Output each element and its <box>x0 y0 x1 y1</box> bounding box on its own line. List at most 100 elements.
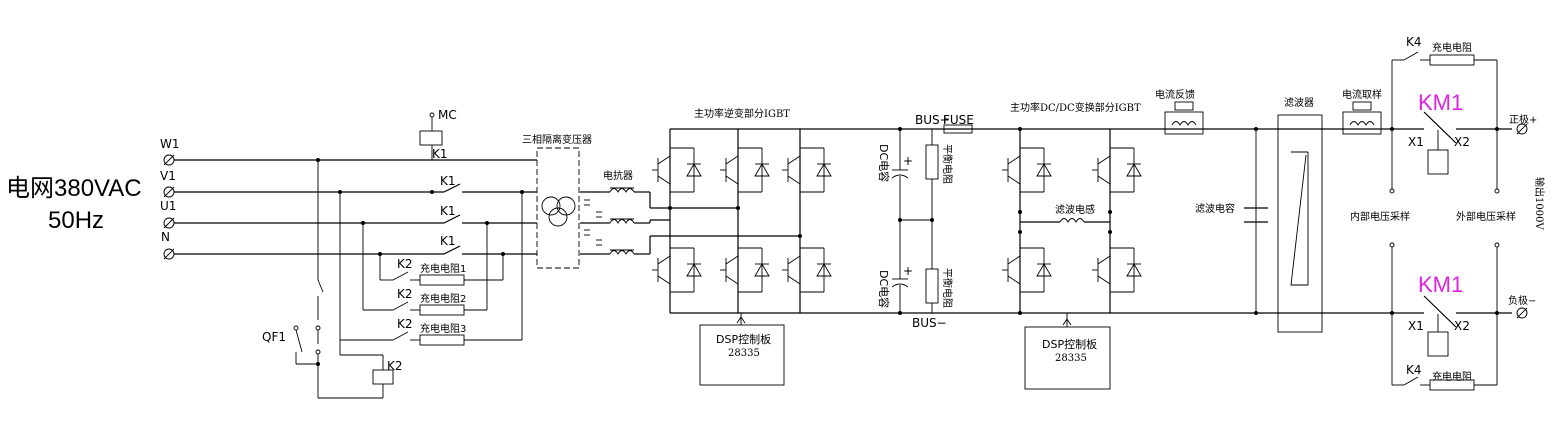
top-charge-resistor <box>1429 54 1475 66</box>
igbt-2 <box>652 247 702 293</box>
igbt-3 <box>720 147 770 193</box>
x1-label-bottom: X1 <box>1408 319 1424 333</box>
pos-terminal <box>1516 123 1528 135</box>
balance-res-label-2: 平衡电阻 <box>941 268 954 308</box>
km1-label-bottom: KM1 <box>1418 272 1463 297</box>
dsp-model-2: 28335 <box>1055 353 1087 364</box>
balance-res-label-1: 平衡电阻 <box>941 144 954 184</box>
terminal-n-label: N <box>161 230 170 244</box>
k1-switch-label-2: K1 <box>440 204 456 218</box>
km1-coil-bottom <box>1427 331 1449 357</box>
terminal-u1-symbol <box>163 217 175 229</box>
isolation-transformer: 三相隔离变压器 <box>522 133 602 269</box>
mc-contactor: MC K1 <box>419 108 457 161</box>
k2-label-1: K2 <box>397 257 413 271</box>
x2-label-bottom: X2 <box>1454 319 1470 333</box>
dcdc-label: 主功率DC/DC变换部分IGBT <box>1010 101 1141 114</box>
charge-resistor-1-label: 充电电阻1 <box>420 262 466 275</box>
k4-label-top: K4 <box>1406 35 1422 49</box>
km1-label-top: KM1 <box>1418 90 1463 115</box>
dc-bus-section: + + DC电容 DC电容 平衡电阻 平衡电阻 BUS+ FUSE BUS− <box>877 113 1110 330</box>
reactor-label: 电抗器 <box>603 169 633 182</box>
terminal-u1-label: U1 <box>160 199 176 213</box>
filter-cap-label: 滤波电容 <box>1195 202 1235 215</box>
dsp-board-2: DSP控制板 28335 <box>1024 313 1111 390</box>
igbt-9 <box>1092 147 1142 193</box>
inverter-label: 主功率逆变部分IGBT <box>694 107 790 120</box>
cap-plus-2: + <box>903 264 913 278</box>
current-feedback-sensor <box>1164 111 1204 135</box>
fuse <box>943 124 973 134</box>
terminal-v1-symbol <box>163 186 175 198</box>
k1-switch-label-1: K1 <box>440 174 456 188</box>
igbt-1 <box>652 147 702 193</box>
input-terminals: W1 V1 U1 N <box>160 137 180 260</box>
current-sample-sensor <box>1342 111 1382 135</box>
bus-minus-label: BUS− <box>912 316 947 330</box>
current-sample-label: 电流取样 <box>1342 88 1382 101</box>
charge-resistor-2 <box>419 304 465 316</box>
qf1-breaker: QF1 K2 <box>262 160 403 399</box>
terminal-n-symbol <box>163 248 175 260</box>
neg-label: 负极− <box>1508 294 1536 307</box>
k4-label-bottom: K4 <box>1406 363 1422 377</box>
igbt-8 <box>1002 247 1052 293</box>
charge-resistor-3-label: 充电电阻3 <box>420 322 466 335</box>
outer-voltage-label: 外部电压采样 <box>1456 210 1516 223</box>
igbt-4 <box>720 247 770 293</box>
bottom-charge-resistor-label: 充电电阻 <box>1432 370 1472 383</box>
filter-box <box>1277 114 1323 333</box>
k2-coil-label: K2 <box>387 359 403 373</box>
km1-bottom: K4 充电电阻 KM1 X1 X2 负极− <box>1389 242 1536 391</box>
terminal-w1-symbol <box>163 154 175 166</box>
output-section: 电流反馈 滤波电容 滤波器 电流取样 <box>1110 88 1400 333</box>
dc-cap-label-1: DC电容 <box>877 144 891 182</box>
igbt-6 <box>782 247 832 293</box>
km1-top: K4 充电电阻 KM1 X1 X2 正极+ <box>1389 35 1537 194</box>
igbt-7 <box>1002 147 1052 193</box>
mc-label: MC <box>438 108 457 122</box>
top-charge-resistor-label: 充电电阻 <box>1432 41 1472 54</box>
charge-resistor-3 <box>419 334 465 346</box>
grid-frequency-label: 50Hz <box>48 207 104 234</box>
dsp-board-1: DSP控制板 28335 <box>699 313 785 386</box>
k1-switches: K1 K1 K1 <box>420 174 537 255</box>
filter-inductor-label: 滤波电感 <box>1055 203 1095 216</box>
k2-label-3: K2 <box>397 317 413 331</box>
terminal-v1-label: V1 <box>160 169 176 183</box>
igbt-5 <box>782 147 832 193</box>
balance-resistor-1 <box>925 144 939 180</box>
grid-voltage-label: 电网380VAC <box>6 175 142 202</box>
dsp-label-1: DSP控制板 <box>716 332 771 346</box>
charge-resistor-1 <box>419 274 465 286</box>
x1-label-top: X1 <box>1408 135 1424 149</box>
input-lines <box>174 159 537 255</box>
km1-coil-top <box>1427 149 1449 175</box>
qf1-label: QF1 <box>262 330 286 344</box>
current-feedback-label: 电流反馈 <box>1155 88 1195 101</box>
transformer-box <box>536 147 580 269</box>
k2-label-2: K2 <box>397 287 413 301</box>
dsp-label-2: DSP控制板 <box>1042 337 1097 351</box>
balance-resistor-2 <box>925 268 939 304</box>
igbt-10 <box>1092 247 1142 293</box>
fuse-label: FUSE <box>943 113 974 127</box>
inverter-bridge: 主功率逆变部分IGBT <box>668 107 900 314</box>
dc-cap-label-2: DC电容 <box>877 270 891 308</box>
x2-label-top: X2 <box>1454 135 1470 149</box>
pos-label: 正极+ <box>1509 113 1537 126</box>
reactor: 电抗器 <box>600 169 800 255</box>
dcdc-section: 主功率DC/DC变换部分IGBT 滤波电感 <box>1010 101 1141 315</box>
terminal-w1-label: W1 <box>160 137 180 151</box>
k1-switch-label-3: K1 <box>440 234 456 248</box>
neg-terminal <box>1516 307 1528 319</box>
output-rating-label: 输出1000V <box>1533 177 1546 230</box>
transformer-label: 三相隔离变压器 <box>522 133 592 146</box>
inner-voltage-label: 内部电压采样 <box>1350 210 1410 223</box>
k1-coil-label: K1 <box>432 147 448 161</box>
charge-resistor-2-label: 充电电阻2 <box>420 292 466 305</box>
cap-plus-1: + <box>903 154 913 168</box>
dsp-model-1: 28335 <box>728 348 760 359</box>
bus-plus-label: BUS+ <box>915 113 950 127</box>
